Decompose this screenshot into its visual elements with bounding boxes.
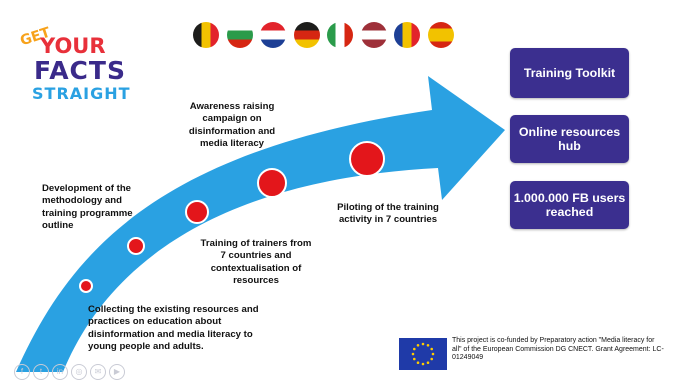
spain-flag-icon (427, 22, 454, 48)
milestone-dot-2 (127, 237, 145, 255)
eu-star (431, 352, 435, 356)
eu-star (416, 361, 420, 364)
eu-star (413, 347, 416, 351)
instagram-icon[interactable]: ◎ (71, 364, 87, 380)
milestone-dot-5 (349, 141, 385, 177)
logo-line-4: STRAIGHT (32, 84, 131, 103)
eu-star (421, 362, 425, 366)
eu-star (413, 357, 416, 361)
milestone-dot-3 (185, 200, 209, 224)
eu-star (430, 347, 433, 351)
training-toolkit-button[interactable]: Training Toolkit (510, 48, 629, 98)
eu-star (421, 342, 425, 346)
logo-line-2: YOUR (40, 34, 106, 58)
germany-flag-icon (293, 22, 320, 48)
italy-flag-icon (327, 22, 353, 48)
eu-star (416, 344, 420, 347)
eu-funding-notice: This project is co-funded by Preparatory… (452, 337, 664, 362)
step-development: Development of the methodology and train… (42, 183, 133, 232)
latvia-flag-icon (360, 22, 387, 48)
slide: GET YOUR FACTS STRAIGHT Collecting the e… (14, 22, 664, 380)
romania-flag-icon (394, 22, 420, 48)
linkedin-icon[interactable]: in (52, 364, 68, 380)
milestone-dot-4 (257, 168, 287, 198)
arrow-shape (16, 76, 505, 372)
facebook-icon[interactable]: f (14, 364, 30, 380)
belgium-flag-icon (193, 22, 219, 48)
step-awareness: Awareness raising campaign on disinforma… (188, 101, 276, 150)
step-training-of-trainers: Training of trainers from 7 countries an… (200, 238, 312, 287)
twitter-icon[interactable]: t (33, 364, 49, 380)
logo-line-3: FACTS (34, 56, 126, 85)
eu-star (426, 361, 430, 364)
bulgaria-flag-icon (226, 22, 253, 48)
eu-star (411, 352, 415, 356)
eu-star (426, 344, 430, 347)
eu-flag-icon (399, 338, 447, 370)
online-resources-hub-button[interactable]: Online resources hub (510, 115, 629, 163)
email-icon[interactable]: ✉ (90, 364, 106, 380)
eu-star (430, 357, 433, 361)
step-piloting: Piloting of the training activity in 7 c… (337, 202, 439, 226)
youtube-icon[interactable]: ▶ (109, 364, 125, 380)
step-collecting: Collecting the existing resources and pr… (88, 304, 259, 353)
fb-users-reached-button[interactable]: 1.000.000 FB users reached (510, 181, 629, 229)
croatia-flag-icon (260, 22, 286, 48)
milestone-dot-1 (79, 279, 93, 293)
eu-stars (411, 342, 435, 366)
progress-arrow (16, 76, 505, 372)
